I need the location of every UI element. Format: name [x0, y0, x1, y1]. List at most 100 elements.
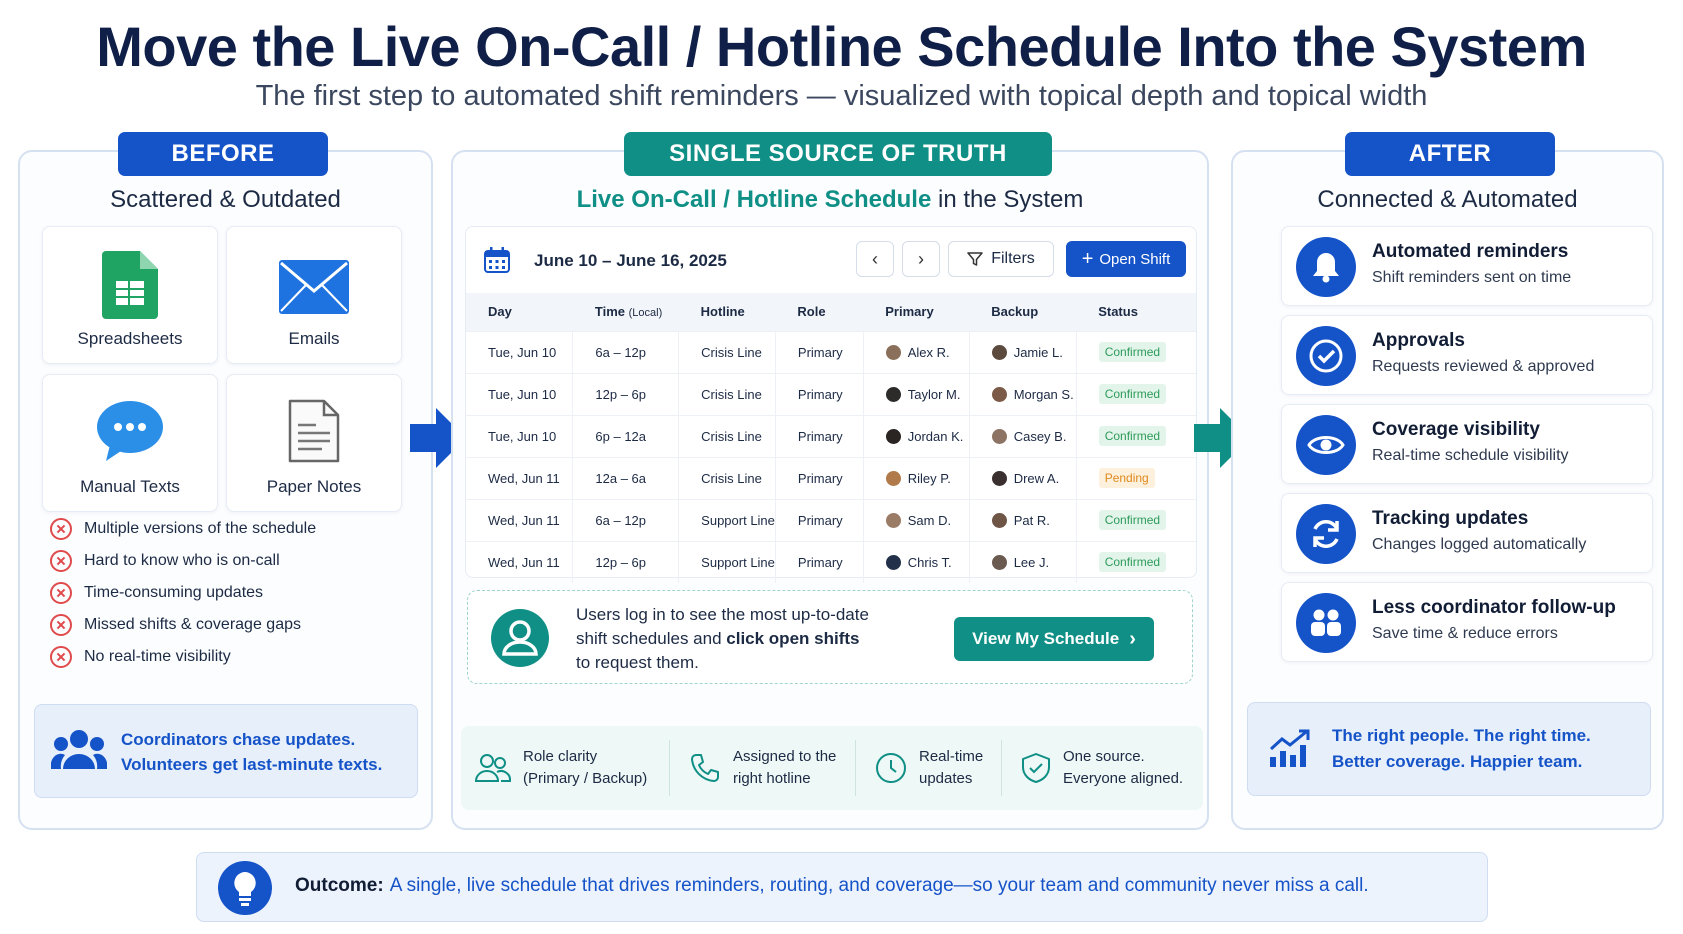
note-line: The right people. The right time. — [1332, 726, 1591, 745]
x-circle-icon — [50, 518, 72, 540]
open-shift-button[interactable]: + Open Shift — [1066, 241, 1186, 277]
avatar — [885, 344, 901, 360]
outcome-text: A single, live schedule that drives remi… — [389, 875, 1369, 896]
table-row[interactable]: Wed, Jun 11 12a – 6a Crisis Line Primary… — [466, 456, 1196, 499]
table-row[interactable]: Wed, Jun 11 6a – 12p Support Line Primar… — [466, 498, 1196, 541]
benefit-desc: Shift reminders sent on time — [1372, 269, 1572, 286]
schedule-table: Day Time (Local) Hotline Role Primary Ba… — [466, 293, 1196, 583]
benefit-desc: Save time & reduce errors — [1372, 625, 1558, 642]
arrow-right-icon — [1194, 408, 1250, 468]
note-line: Coordinators chase updates. — [121, 730, 356, 749]
status-badge: Confirmed — [1098, 342, 1167, 362]
prev-week-button[interactable]: ‹ — [856, 241, 894, 277]
page-title: Move the Live On-Call / Hotline Schedule… — [96, 15, 1587, 78]
shield-check-icon — [1022, 753, 1050, 783]
feature-item: Role clarity(Primary / Backup) — [475, 726, 647, 810]
tile-label: Emails — [288, 329, 340, 348]
before-note: Coordinators chase updates. Volunteers g… — [34, 704, 418, 798]
avatar — [991, 428, 1007, 444]
arrow-right-icon — [410, 408, 466, 468]
table-row[interactable]: Tue, Jun 10 12p – 6p Crisis Line Primary… — [466, 372, 1196, 415]
center-subtitle: Live On-Call / Hotline Schedule in the S… — [576, 186, 1084, 213]
before-subtitle: Scattered & Outdated — [110, 186, 341, 213]
login-line: to request them. — [576, 653, 699, 672]
issue-item: Missed shifts & coverage gaps — [50, 612, 301, 638]
benefit-card: Automated reminders Shift reminders sent… — [1281, 226, 1653, 306]
avatar — [991, 470, 1007, 486]
x-circle-icon — [50, 550, 72, 572]
after-note: The right people. The right time. Better… — [1247, 702, 1651, 796]
plus-icon: + — [1081, 248, 1094, 270]
user-circle-icon — [491, 609, 549, 667]
column-header-day: Day — [466, 293, 573, 331]
divider — [669, 740, 670, 796]
issue-item: Time-consuming updates — [50, 580, 263, 606]
filters-button[interactable]: Filters — [948, 241, 1054, 277]
avatar — [885, 512, 901, 528]
login-callout: Users log in to see the most up-to-date … — [467, 590, 1193, 684]
avatar — [885, 428, 901, 444]
chevron-right-icon: › — [1129, 627, 1136, 650]
filter-icon — [967, 252, 983, 266]
benefit-card: Coverage visibility Real-time schedule v… — [1281, 404, 1653, 484]
spreadsheets-tile: Spreadsheets — [42, 226, 218, 364]
table-row[interactable]: Tue, Jun 10 6a – 12p Crisis Line Primary… — [466, 330, 1196, 373]
tile-label: Manual Texts — [80, 477, 180, 496]
benefit-card: Tracking updates Changes logged automati… — [1281, 493, 1653, 573]
view-my-schedule-button[interactable]: View My Schedule › — [954, 617, 1154, 661]
date-range: June 10 – June 16, 2025 — [534, 251, 727, 270]
tile-label: Spreadsheets — [77, 329, 183, 348]
calendar-icon — [484, 247, 510, 273]
status-badge: Confirmed — [1098, 384, 1167, 404]
email-icon — [279, 260, 349, 314]
divider — [855, 740, 856, 796]
document-icon — [288, 399, 340, 463]
note-line: Volunteers get last-minute texts. — [121, 755, 383, 774]
spreadsheet-icon — [102, 251, 158, 319]
after-pill: AFTER — [1345, 132, 1555, 176]
refresh-icon — [1296, 504, 1356, 564]
x-circle-icon — [50, 614, 72, 636]
column-header-time: Time (Local) — [572, 293, 679, 331]
column-header-backup: Backup — [969, 293, 1077, 331]
table-row[interactable]: Tue, Jun 10 6p – 12a Crisis Line Primary… — [466, 414, 1196, 457]
x-circle-icon — [50, 646, 72, 668]
benefit-desc: Changes logged automatically — [1372, 536, 1587, 553]
users-icon — [475, 754, 511, 782]
column-header-hotline: Hotline — [678, 293, 776, 331]
schedule-card: June 10 – June 16, 2025 ‹ › Filters + Op… — [465, 226, 1197, 583]
lightbulb-icon — [218, 861, 272, 915]
status-badge: Pending — [1098, 468, 1155, 488]
benefit-card: Approvals Requests reviewed & approved — [1281, 315, 1653, 395]
benefit-title: Approvals — [1372, 330, 1465, 351]
avatar — [885, 554, 901, 570]
benefit-title: Automated reminders — [1372, 241, 1569, 262]
users-group-icon — [51, 730, 107, 769]
trend-chart-icon — [1269, 729, 1310, 767]
next-week-button[interactable]: › — [902, 241, 940, 277]
benefit-title: Coverage visibility — [1372, 419, 1540, 440]
benefit-title: Tracking updates — [1372, 508, 1529, 529]
avatar — [885, 386, 901, 402]
after-subtitle: Connected & Automated — [1317, 186, 1578, 213]
avatar — [991, 344, 1007, 360]
status-badge: Confirmed — [1098, 510, 1167, 530]
team-icon — [1296, 593, 1356, 653]
column-header-status: Status — [1076, 293, 1196, 331]
eye-icon — [1296, 415, 1356, 475]
benefit-desc: Real-time schedule visibility — [1372, 447, 1569, 464]
table-header-row: Day Time (Local) Hotline Role Primary Ba… — [466, 293, 1196, 331]
before-pill: BEFORE — [118, 132, 328, 176]
center-panel: SINGLE SOURCE OF TRUTH Live On-Call / Ho… — [451, 132, 1209, 830]
table-row[interactable]: Wed, Jun 11 12p – 6p Support Line Primar… — [466, 540, 1196, 583]
feature-strip: Role clarity(Primary / Backup) Assigned … — [461, 726, 1203, 810]
page-subtitle: The first step to automated shift remind… — [255, 80, 1428, 112]
benefit-desc: Requests reviewed & approved — [1372, 358, 1595, 375]
bell-icon — [1296, 237, 1356, 297]
avatar — [991, 386, 1007, 402]
emails-tile: Emails — [226, 226, 402, 364]
outcome-label: Outcome: — [295, 875, 384, 896]
feature-item: One source.Everyone aligned. — [1021, 726, 1183, 810]
